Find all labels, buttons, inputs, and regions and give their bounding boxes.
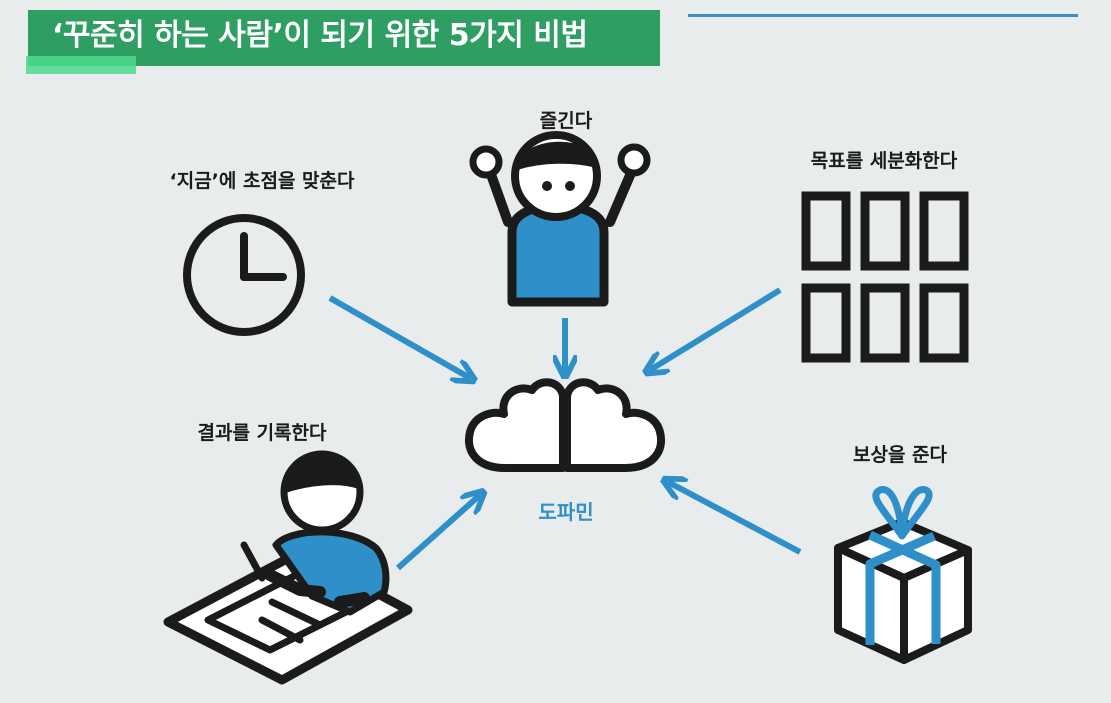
grid-blocks-icon: [801, 191, 969, 363]
label-enjoy: 즐긴다: [539, 110, 593, 132]
top-divider: [688, 14, 1078, 17]
clock-icon: [183, 214, 305, 336]
label-dopamine: 도파민: [538, 500, 594, 524]
label-subdivide-goals: 목표를 세분화한다: [810, 150, 958, 172]
arrow-from-goals: [650, 287, 782, 370]
label-record-results: 결과를 기록한다: [197, 422, 327, 444]
brain-icon: [464, 378, 666, 472]
arrow-from-reward: [668, 482, 802, 555]
arrow-from-clock: [328, 295, 470, 378]
title-highlight: [26, 56, 136, 74]
page-title: ‘꾸준히 하는 사람’이 되기 위한 5가지 비법: [52, 18, 588, 53]
cheering-person-icon: [469, 131, 651, 307]
label-focus-now: ‘지금’에 초점을 맞춘다: [169, 170, 355, 192]
arrow-from-record: [396, 495, 480, 571]
gift-box-icon: [834, 486, 972, 664]
writing-person-icon: [163, 450, 413, 685]
label-give-reward: 보상을 준다: [852, 444, 948, 466]
